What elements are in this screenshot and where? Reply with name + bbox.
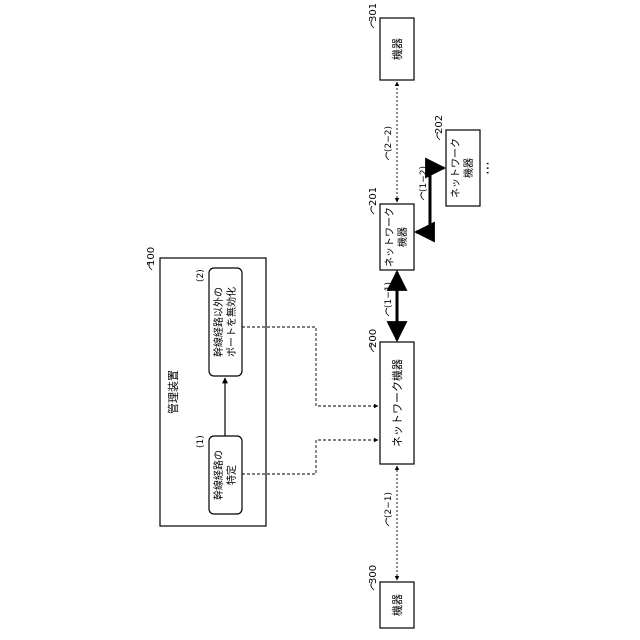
link-2-2-label: (2−2) — [384, 126, 394, 152]
node-301-label: 機器 — [390, 38, 404, 60]
ref-leader-1-2 — [421, 192, 424, 200]
node-200-label: ネットワーク機器 — [390, 359, 404, 447]
link-2-1-label: (2−1) — [384, 492, 394, 518]
ref-leader-201 — [371, 206, 374, 214]
ref-leader-2-1 — [386, 518, 389, 526]
more-devices-ellipsis: ⋯ — [480, 161, 496, 175]
step1-ref: (1) — [196, 435, 206, 448]
link-1-2-label: (1−2) — [419, 166, 429, 192]
link-1-1-label: (1−1) — [384, 282, 394, 308]
step1-dashed-link — [242, 440, 378, 474]
management-device-label: 管理装置 — [166, 370, 180, 414]
step1-line1: 幹線経路の — [212, 450, 225, 500]
node-202-ref: 202 — [434, 115, 445, 134]
ref-leader-1-1 — [386, 308, 389, 316]
node-201-ref: 201 — [368, 187, 379, 206]
node-201-line2: 機器 — [396, 227, 409, 247]
node-202-line1: ネットワーク — [450, 138, 462, 198]
node-300-ref: 300 — [368, 565, 379, 584]
step1-line2: 特定 — [225, 465, 238, 485]
ref-leader-2-2 — [386, 152, 389, 160]
step2-dashed-link — [242, 327, 378, 406]
node-200-ref: 200 — [368, 329, 379, 348]
node-201-line1: ネットワーク — [384, 207, 396, 267]
node-300-label: 機器 — [390, 594, 404, 616]
management-device-ref: 100 — [146, 247, 157, 266]
step2-line1: 幹線経路以外の — [212, 287, 225, 357]
node-301-ref: 301 — [368, 3, 379, 22]
step2-line2: ポートを無効化 — [225, 287, 238, 357]
node-202-line2: 機器 — [462, 158, 475, 178]
step2-ref: (2) — [196, 269, 206, 282]
